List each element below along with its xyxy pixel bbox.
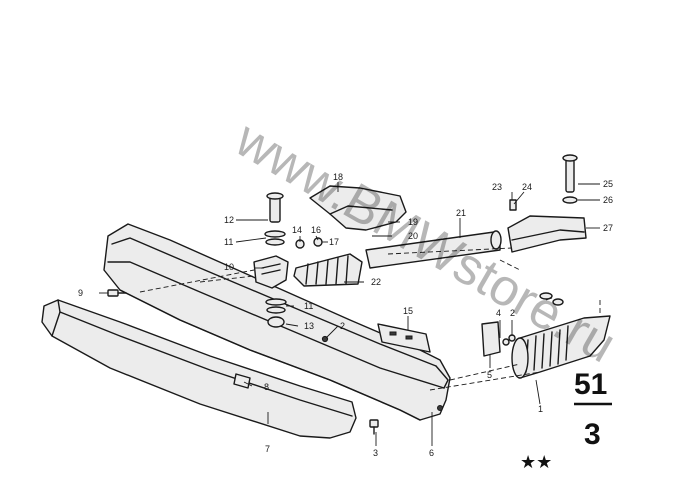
callout-14: 14 bbox=[292, 225, 302, 235]
callout-15: 15 bbox=[403, 306, 413, 316]
callout-22: 22 bbox=[371, 277, 381, 287]
callout-9: 9 bbox=[78, 288, 83, 298]
callout-5: 5 bbox=[487, 370, 492, 380]
callout-10: 10 bbox=[224, 262, 234, 272]
group-sub-number: 3 bbox=[584, 418, 601, 451]
callout-labels: 1 2 2 3 4 5 6 7 8 9 10 11 11 12 13 14 16… bbox=[78, 172, 613, 458]
callout-18: 18 bbox=[333, 172, 343, 182]
bumper-strip bbox=[41, 299, 357, 439]
washer-right bbox=[539, 292, 564, 306]
callout-21: 21 bbox=[456, 208, 466, 218]
callout-8: 8 bbox=[264, 382, 269, 392]
callout-25: 25 bbox=[603, 179, 613, 189]
plate-15 bbox=[377, 323, 431, 353]
callout-27: 27 bbox=[603, 223, 613, 233]
callout-17: 17 bbox=[329, 237, 339, 247]
callout-11-top: 11 bbox=[224, 237, 233, 247]
callout-2-front: 2 bbox=[340, 321, 345, 331]
leader-lines bbox=[99, 182, 600, 446]
callout-24: 24 bbox=[522, 182, 532, 192]
group-main-number: 51 bbox=[574, 368, 607, 401]
bellows-1 bbox=[511, 315, 611, 379]
part-5 bbox=[481, 321, 516, 357]
callout-16: 16 bbox=[311, 225, 321, 235]
assembly-lines bbox=[139, 247, 601, 391]
bolt-3 bbox=[369, 419, 379, 435]
group-number: 51 3 bbox=[574, 368, 612, 451]
callout-6: 6 bbox=[429, 448, 434, 458]
star-marking: ★★ bbox=[520, 452, 552, 473]
bracket-assembly bbox=[253, 192, 323, 328]
bracket-27 bbox=[507, 154, 587, 253]
callout-26: 26 bbox=[603, 195, 613, 205]
shock-absorber bbox=[293, 230, 502, 287]
cover-18 bbox=[309, 185, 407, 231]
callout-12: 12 bbox=[224, 215, 234, 225]
callout-23: 23 bbox=[492, 182, 502, 192]
callout-7: 7 bbox=[265, 444, 270, 454]
callout-2-rear: 2 bbox=[510, 308, 515, 318]
plate-8 bbox=[233, 373, 251, 389]
callout-11-bottom: 11 bbox=[304, 301, 313, 311]
callout-20: 20 bbox=[408, 231, 418, 241]
callout-1: 1 bbox=[538, 404, 543, 414]
callout-19: 19 bbox=[408, 217, 418, 227]
callout-13: 13 bbox=[304, 321, 314, 331]
callout-3: 3 bbox=[373, 448, 378, 458]
callout-4: 4 bbox=[496, 308, 501, 318]
